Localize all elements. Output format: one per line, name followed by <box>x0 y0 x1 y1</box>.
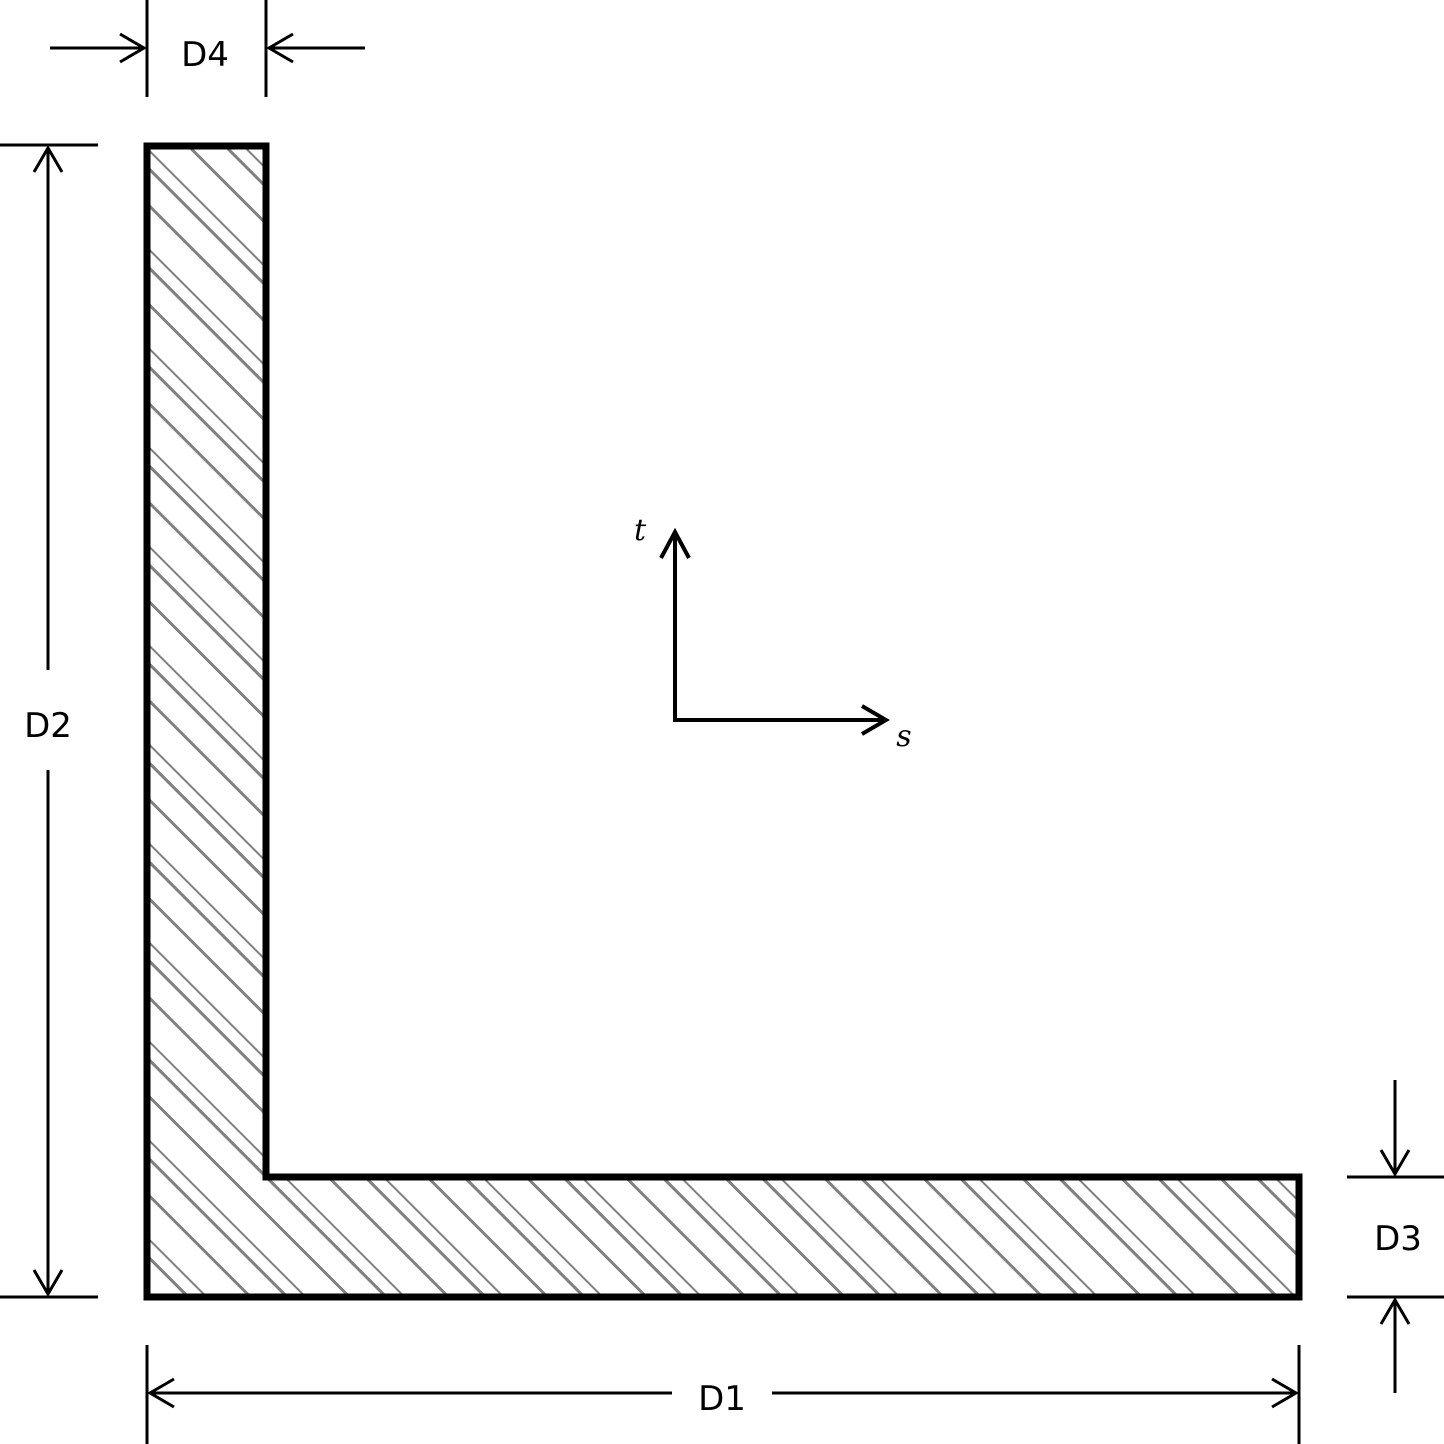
local-axes <box>659 527 890 736</box>
axis-label-s: s <box>896 719 911 754</box>
label-d3: D3 <box>1374 1219 1422 1259</box>
dimension-d4 <box>50 0 365 97</box>
axis-label-t: t <box>634 513 647 548</box>
dimension-d3 <box>1347 1080 1444 1393</box>
dimension-d2 <box>0 143 98 1299</box>
dimension-d1 <box>145 1345 1301 1444</box>
label-d4: D4 <box>181 35 229 75</box>
l-section-shape <box>143 142 1303 1301</box>
label-d2: D2 <box>24 706 72 746</box>
label-d1: D1 <box>698 1379 746 1419</box>
